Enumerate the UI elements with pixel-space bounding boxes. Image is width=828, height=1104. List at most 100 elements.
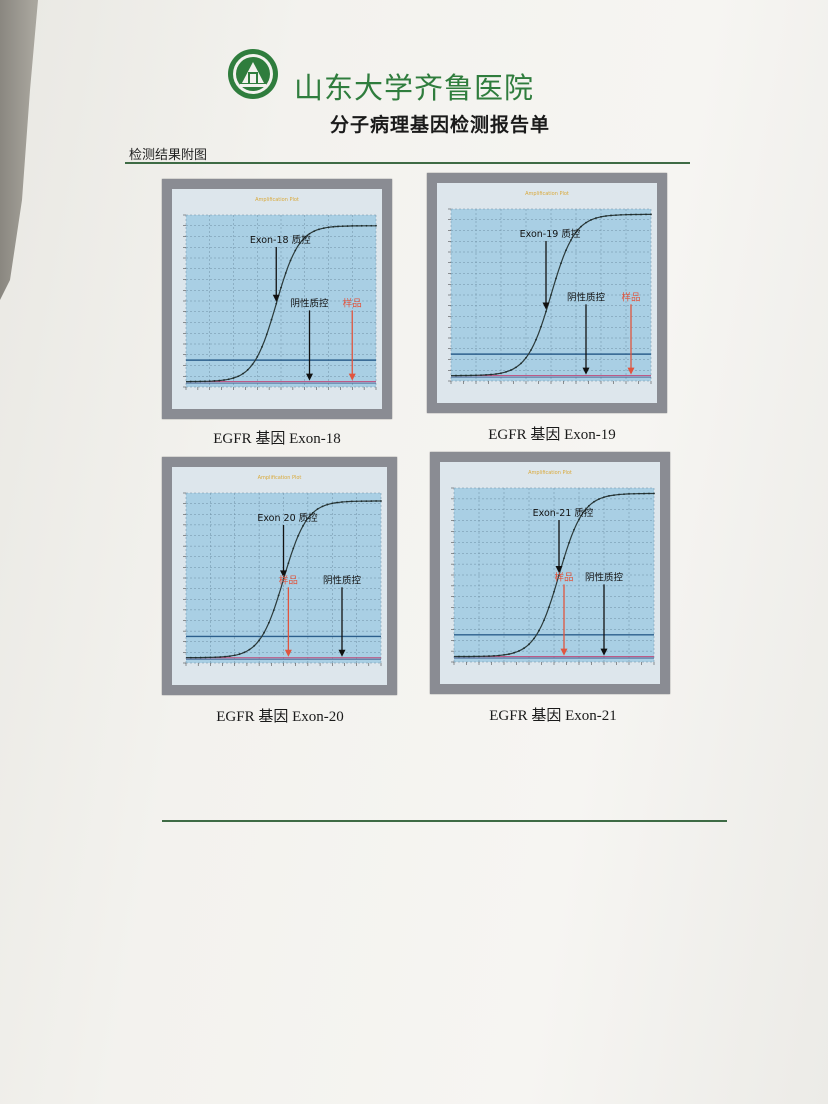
qc-arrow-head — [272, 294, 280, 302]
sample-arrow-head — [284, 649, 292, 657]
qc-curve-point — [465, 374, 467, 377]
negative-label: 阴性质控 — [567, 291, 606, 303]
footer-divider — [162, 820, 727, 822]
qc-curve-point — [380, 500, 382, 502]
qc-curve-point — [605, 215, 607, 217]
header-divider — [125, 162, 690, 164]
qc-curve-point — [272, 609, 275, 612]
qc-curve-point — [493, 654, 495, 657]
qc-curve-point — [618, 493, 620, 496]
qc-curve-point — [223, 379, 225, 381]
qc-curve-point — [356, 224, 358, 227]
qc-curve-point — [321, 505, 324, 508]
amplification-plot-svg: Amplification PlotExon-18 质控阴性质控样品 — [172, 189, 382, 409]
qc-curve-point — [199, 656, 202, 659]
qc-arrow-head — [542, 302, 550, 310]
qc-curve-point — [370, 500, 373, 502]
qc-curve-point — [485, 374, 487, 376]
qc-curve-point — [289, 259, 292, 262]
qc-curve-point — [204, 380, 206, 383]
negative-arrow-head — [306, 373, 313, 381]
qc-curve-point — [237, 375, 240, 378]
chart-header-text: Amplification Plot — [255, 197, 299, 203]
qc-curve-point — [370, 224, 373, 227]
qc-curve-point — [510, 369, 512, 371]
qc-curve-point — [610, 214, 612, 217]
qc-curve-point — [258, 639, 261, 642]
qc-curve-point — [478, 655, 480, 658]
qc-curve-point — [523, 647, 525, 650]
qc-curve-point — [224, 655, 226, 658]
negative-label: 阴性质控 — [290, 297, 329, 309]
qc-curve-point — [251, 363, 254, 366]
qc-curve-point — [560, 262, 562, 265]
qc-curve-point — [189, 380, 192, 383]
qc-curve-point — [590, 219, 592, 221]
qc-curve-point — [540, 325, 542, 328]
qc-curve-point — [306, 517, 309, 520]
negative-arrow-head — [600, 648, 608, 656]
qc-curve-point — [299, 242, 301, 244]
qc-curve-point — [530, 349, 532, 351]
qc-label: Exon-18 质控 — [250, 234, 311, 246]
qc-curve-point — [327, 226, 330, 229]
qc-curve-point — [645, 213, 647, 216]
qc-curve-point — [468, 655, 470, 658]
qc-curve-point — [583, 510, 585, 513]
qc-curve-point — [261, 346, 263, 348]
qc-curve-point — [518, 650, 520, 652]
amplification-plot-svg: Amplification PlotExon-19 质控阴性质控样品 — [437, 183, 657, 403]
qc-curve-point — [515, 366, 517, 369]
qc-curve-point — [638, 492, 640, 495]
qc-curve-point — [545, 310, 547, 313]
qc-curve-point — [213, 380, 216, 382]
qc-arrow-head — [555, 566, 563, 573]
sample-arrow-head — [348, 373, 356, 381]
qc-curve-point — [277, 594, 280, 597]
qc-curve-point — [313, 230, 316, 233]
qc-curve-point — [473, 655, 475, 658]
qc-curve-point — [275, 302, 278, 305]
qc-curve-point — [238, 653, 241, 655]
qc-curve-point — [503, 654, 505, 656]
qc-curve-point — [615, 214, 617, 216]
chart-header-text: Amplification Plot — [528, 470, 572, 476]
qc-curve-point — [553, 590, 555, 593]
qc-curve-point — [580, 225, 582, 228]
qc-curve-point — [341, 501, 343, 503]
section-label: 检测结果附图 — [129, 148, 208, 163]
qc-curve-point — [270, 318, 273, 321]
qc-curve-point — [600, 215, 602, 218]
qc-curve-point — [199, 380, 202, 383]
caption-exon-18: EGFR 基因 Exon-18 — [213, 431, 341, 447]
qc-curve-point — [463, 655, 465, 658]
qc-curve-point — [628, 493, 630, 495]
qc-curve-point — [209, 656, 212, 659]
qc-curve-point — [595, 217, 597, 219]
qc-curve-point — [480, 374, 482, 377]
qc-curve-point — [650, 213, 652, 216]
qc-curve-point — [318, 228, 320, 231]
chart-header-text: Amplification Plot — [525, 191, 569, 197]
caption-exon-21: EGFR 基因 Exon-21 — [489, 708, 617, 724]
qc-curve-point — [535, 338, 537, 341]
qc-curve-point — [643, 492, 645, 495]
qc-curve-point — [294, 249, 297, 252]
qc-curve-point — [365, 224, 368, 227]
qc-curve-point — [303, 236, 306, 239]
qc-curve-point — [232, 377, 235, 379]
qc-curve-point — [265, 333, 268, 336]
sample-arrow-head — [627, 367, 635, 375]
qc-curve-point — [648, 492, 650, 495]
qc-curve-point — [548, 606, 550, 609]
qc-curve-point — [633, 492, 635, 495]
qc-arrow-head — [280, 570, 287, 578]
qc-curve-point — [316, 508, 319, 510]
qc-curve-point — [488, 655, 490, 657]
qc-curve-point — [214, 656, 217, 659]
hospital-name: 山东大学齐鲁医院 — [294, 71, 535, 105]
negative-arrow-head — [582, 367, 590, 375]
qc-curve-point — [593, 500, 595, 503]
